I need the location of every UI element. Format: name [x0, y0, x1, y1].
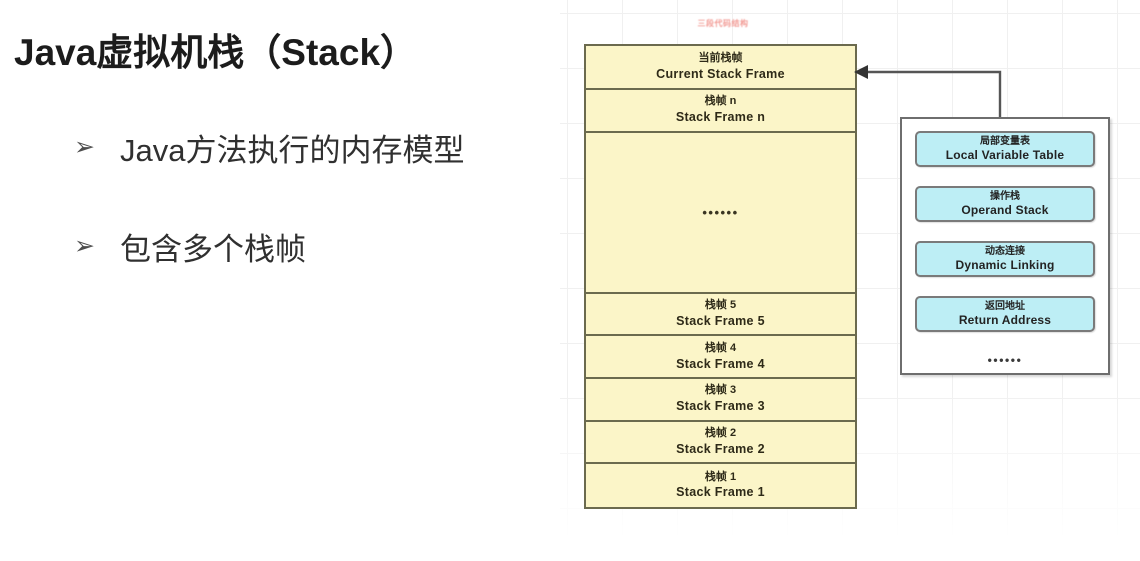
stack-frame-label-en: Stack Frame 3	[676, 399, 765, 414]
bullet-item: ➢ Java方法执行的内存模型	[74, 125, 464, 170]
detail-label-en: Dynamic Linking	[955, 257, 1055, 272]
stack-frame-2: 栈帧 2 Stack Frame 2	[586, 421, 855, 465]
detail-box-local-variable-table: 局部变量表 Local Variable Table	[915, 131, 1095, 167]
jvm-stack-column: 当前栈帧 Current Stack Frame 栈帧 n Stack Fram…	[584, 44, 857, 509]
detail-label-en: Local Variable Table	[945, 147, 1065, 162]
stack-frame-3: 栈帧 3 Stack Frame 3	[586, 379, 855, 422]
ellipsis-dots: ••••••	[702, 205, 739, 221]
stack-frame-detail-panel: 局部变量表 Local Variable Table 操作栈 Operand S…	[900, 117, 1110, 375]
bullet-label: 包含多个栈帧	[120, 232, 306, 267]
detail-box-return-address: 返回地址 Return Address	[915, 296, 1095, 332]
stack-frame-label-cn: 栈帧 3	[704, 384, 737, 397]
watermark-text: 三段代码结构	[697, 19, 749, 28]
stack-frame-label-en: Stack Frame 1	[676, 485, 765, 500]
stack-frame-label-cn: 栈帧 1	[704, 470, 737, 483]
detail-box-dynamic-linking: 动态连接 Dynamic Linking	[915, 241, 1095, 277]
stack-frame-label-en: Stack Frame n	[675, 110, 766, 125]
stack-frame-label-cn: 栈帧 4	[704, 341, 737, 354]
stack-frame-label-cn: 栈帧 5	[704, 299, 737, 312]
detail-label-cn: 返回地址	[985, 300, 1025, 312]
stack-frame-label-cn: 栈帧 n	[704, 95, 737, 108]
bullet-item: ➢ 包含多个栈帧	[74, 224, 306, 269]
arrow-bullet-icon: ➢	[74, 133, 95, 161]
stack-frame-4: 栈帧 4 Stack Frame 4	[586, 336, 855, 380]
stack-frame-5: 栈帧 5 Stack Frame 5	[586, 293, 855, 337]
stack-frame-label-cn: 当前栈帧	[698, 51, 743, 64]
stack-frame-label-en: Stack Frame 5	[676, 313, 765, 328]
stack-frame-label-en: Stack Frame 4	[676, 356, 765, 371]
stack-frame-ellipsis: ••••••	[586, 133, 855, 294]
stack-frame-label-en: Current Stack Frame	[656, 66, 785, 81]
bullet-label: Java方法执行的内存模型	[120, 133, 465, 168]
detail-label-cn: 动态连接	[985, 245, 1025, 257]
stack-frame-n: 栈帧 n Stack Frame n	[586, 89, 855, 134]
detail-label-cn: 操作栈	[990, 190, 1020, 202]
stack-frame-label-cn: 栈帧 2	[704, 427, 737, 440]
stack-frame-label-en: Stack Frame 2	[676, 441, 765, 456]
detail-label-cn: 局部变量表	[980, 135, 1030, 147]
detail-ellipsis-dots: ••••••	[987, 353, 1023, 367]
stack-frame-current: 当前栈帧 Current Stack Frame	[586, 46, 855, 90]
arrow-bullet-icon: ➢	[74, 232, 95, 260]
stack-frame-1: 栈帧 1 Stack Frame 1	[586, 464, 855, 508]
detail-label-en: Operand Stack	[961, 202, 1049, 217]
detail-box-operand-stack: 操作栈 Operand Stack	[915, 186, 1095, 222]
detail-label-en: Return Address	[958, 312, 1052, 327]
page-title: Java虚拟机栈（Stack）	[14, 32, 418, 73]
